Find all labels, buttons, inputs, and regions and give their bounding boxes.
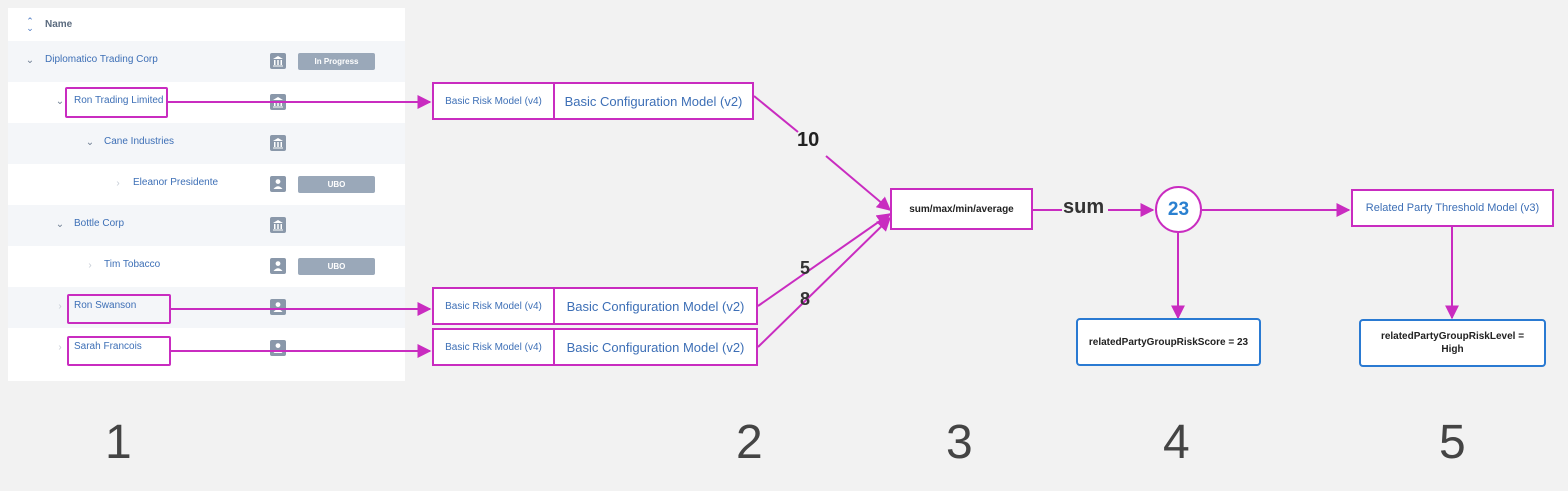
organization-icon — [270, 94, 286, 110]
step-number-1: 1 — [105, 416, 132, 469]
name-column-header[interactable]: Name — [45, 19, 73, 30]
person-icon — [270, 340, 286, 356]
arrow-model1-to-aggregation — [753, 95, 799, 133]
tree-row-label[interactable]: Cane Industries — [104, 136, 175, 147]
tree-row-label[interactable]: Eleanor Presidente — [133, 177, 219, 188]
chevron-down-icon[interactable]: ⌄ — [55, 96, 65, 107]
step-number-3: 3 — [946, 416, 973, 469]
status-badge: In Progress — [298, 53, 375, 70]
tree-row-cane-industries[interactable]: ⌄ Cane Industries — [8, 123, 405, 164]
score-label-3: 8 — [800, 289, 811, 309]
person-icon — [270, 299, 286, 315]
arrow-model1-to-aggregation-tip — [825, 155, 892, 211]
config-model-box-2[interactable]: Basic Configuration Model (v2) — [553, 287, 758, 325]
sum-label: sum — [1063, 196, 1105, 218]
entity-tree-panel: ⌃⌄ Name ⌄ Diplomatico Trading Corp In Pr… — [8, 8, 405, 381]
risk-model-box-1[interactable]: Basic Risk Model (v4) — [432, 82, 555, 120]
chevron-down-icon[interactable]: ⌄ — [25, 55, 35, 66]
person-icon — [270, 176, 286, 192]
chevron-right-icon[interactable]: › — [58, 342, 62, 353]
score-label-2: 5 — [800, 258, 811, 278]
step-number-5: 5 — [1439, 416, 1466, 469]
score-label-1: 10 — [797, 129, 820, 151]
threshold-model-box[interactable]: Related Party Threshold Model (v3) — [1351, 189, 1554, 227]
tree-row-diplomatico[interactable]: ⌄ Diplomatico Trading Corp In Progress — [8, 41, 405, 82]
ubo-badge: UBO — [298, 258, 375, 275]
config-model-box-1[interactable]: Basic Configuration Model (v2) — [553, 82, 754, 120]
tree-header: ⌃⌄ Name — [8, 8, 405, 44]
organization-icon — [270, 53, 286, 69]
tree-row-label[interactable]: Diplomatico Trading Corp — [45, 54, 158, 65]
risk-level-result-box: relatedPartyGroupRiskLevel = High — [1359, 319, 1546, 367]
collapse-all-icon[interactable]: ⌃⌄ — [26, 16, 34, 33]
tree-row-label[interactable]: Bottle Corp — [74, 218, 125, 229]
tree-row-ron-swanson[interactable]: › Ron Swanson — [8, 287, 405, 328]
organization-icon — [270, 135, 286, 151]
risk-score-result-box: relatedPartyGroupRiskScore = 23 — [1076, 318, 1261, 366]
ubo-badge: UBO — [298, 176, 375, 193]
chevron-right-icon[interactable]: › — [88, 260, 92, 271]
chevron-right-icon[interactable]: › — [58, 301, 62, 312]
arrow-model3-to-aggregation — [757, 217, 892, 348]
tree-row-bottle-corp[interactable]: ⌄ Bottle Corp — [8, 205, 405, 246]
chevron-down-icon[interactable]: ⌄ — [85, 137, 95, 148]
person-icon — [270, 258, 286, 274]
risk-model-box-3[interactable]: Basic Risk Model (v4) — [432, 328, 555, 366]
highlight-ron-swanson — [67, 294, 171, 324]
aggregation-box[interactable]: sum/max/min/average — [890, 188, 1033, 230]
config-model-box-3[interactable]: Basic Configuration Model (v2) — [553, 328, 758, 366]
risk-model-box-2[interactable]: Basic Risk Model (v4) — [432, 287, 555, 325]
tree-row-label[interactable]: Tim Tobacco — [104, 259, 161, 270]
tree-row-label[interactable]: Ron Trading Limited — [74, 95, 164, 106]
tree-row-label[interactable]: Sarah Francois — [74, 341, 142, 352]
tree-row-tim-tobacco[interactable]: › Tim Tobacco UBO — [8, 246, 405, 287]
step-number-4: 4 — [1163, 416, 1190, 469]
step-number-2: 2 — [736, 416, 763, 469]
chevron-right-icon[interactable]: › — [116, 178, 120, 189]
highlight-ron-trading — [65, 87, 168, 118]
tree-row-label[interactable]: Ron Swanson — [74, 300, 137, 311]
arrow-model2-to-aggregation — [757, 213, 892, 307]
group-score-circle: 23 — [1155, 186, 1202, 233]
highlight-sarah-francois — [67, 336, 171, 366]
tree-row-eleanor-presidente[interactable]: › Eleanor Presidente UBO — [8, 164, 405, 205]
chevron-down-icon[interactable]: ⌄ — [55, 219, 65, 230]
organization-icon — [270, 217, 286, 233]
